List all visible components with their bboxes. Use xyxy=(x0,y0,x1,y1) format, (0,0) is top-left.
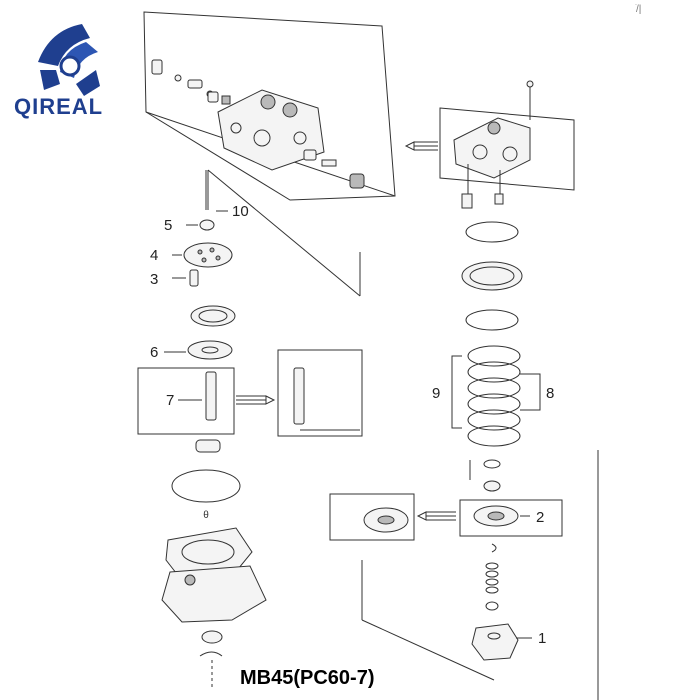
brand-name: QIREAL xyxy=(14,94,103,119)
callout-3: 3 xyxy=(150,271,158,288)
callout-8: 8 xyxy=(546,385,554,402)
valve-block-detail-panel xyxy=(404,80,575,209)
svg-text:θ: θ xyxy=(203,510,209,521)
gear-shield-logo-icon xyxy=(38,24,100,96)
right-assembly-column: 9 8 2 1 xyxy=(329,221,563,661)
brand-logo: QIREAL xyxy=(14,24,103,119)
callout-7: 7 xyxy=(166,392,174,409)
left-assembly-column: 10 5 4 3 6 7 θ xyxy=(137,170,363,690)
model-title: MB45(PC60-7) xyxy=(240,667,374,689)
callout-5: 5 xyxy=(164,217,172,234)
valve-block-panel xyxy=(143,11,396,201)
callout-1: 1 xyxy=(538,630,546,647)
callout-2: 2 xyxy=(536,509,544,526)
callout-10: 10 xyxy=(232,203,249,220)
frame-lines xyxy=(207,169,599,700)
callout-4: 4 xyxy=(150,247,158,264)
svg-text:ׂ/|: ׂ/| xyxy=(635,4,641,15)
callout-6: 6 xyxy=(150,344,158,361)
callout-9: 9 xyxy=(432,385,440,402)
